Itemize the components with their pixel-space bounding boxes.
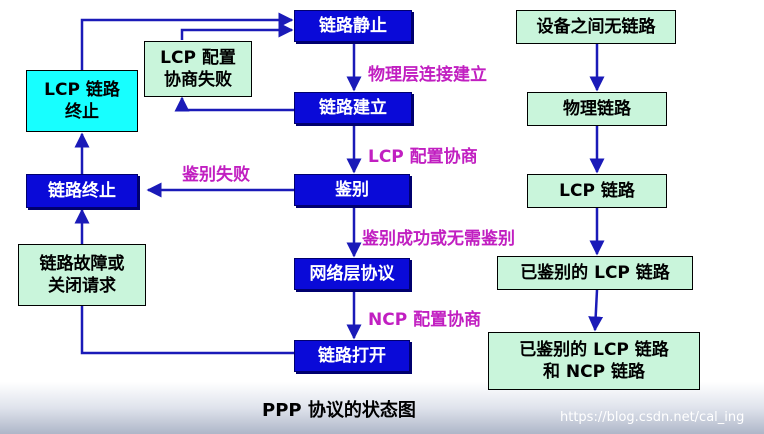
- box-lcp-config-fail: LCP 配置 协商失败: [144, 41, 252, 97]
- arrow-config-fail-to-dead: [180, 22, 294, 40]
- box-auth-lcp-link: 已鉴别的 LCP 链路: [497, 256, 693, 290]
- box-physical-link: 物理链路: [527, 92, 667, 126]
- state-link-dead: 链路静止: [294, 10, 412, 42]
- label-ncp-negotiate: NCP 配置协商: [368, 310, 482, 330]
- state-link-establish: 链路建立: [294, 92, 412, 124]
- state-authenticate: 鉴别: [294, 174, 410, 206]
- label-lcp-negotiate: LCP 配置协商: [368, 147, 478, 167]
- arrow-right-4: [588, 289, 604, 332]
- state-link-open: 链路打开: [294, 340, 410, 372]
- label-auth-fail: 鉴别失败: [182, 165, 250, 185]
- label-auth-ok: 鉴别成功或无需鉴别: [362, 229, 515, 249]
- box-lcp-link: LCP 链路: [527, 174, 667, 208]
- arrow-establish-to-config-fail: [174, 96, 294, 112]
- box-link-fault: 链路故障或 关闭请求: [18, 244, 146, 306]
- state-network-protocol: 网络层协议: [294, 258, 410, 290]
- diagram-title: PPP 协议的状态图: [262, 400, 416, 421]
- box-no-link: 设备之间无链路: [516, 10, 676, 44]
- state-link-terminate: 链路终止: [26, 174, 138, 208]
- box-lcp-terminate: LCP 链路 终止: [26, 70, 138, 132]
- arrow-lcp-terminate-to-dead: [80, 12, 294, 70]
- watermark: https://blog.csdn.net/cal_ing: [560, 410, 745, 425]
- label-physical-up: 物理层连接建立: [368, 65, 487, 85]
- box-auth-lcp-ncp-link: 已鉴别的 LCP 链路 和 NCP 链路: [488, 332, 700, 390]
